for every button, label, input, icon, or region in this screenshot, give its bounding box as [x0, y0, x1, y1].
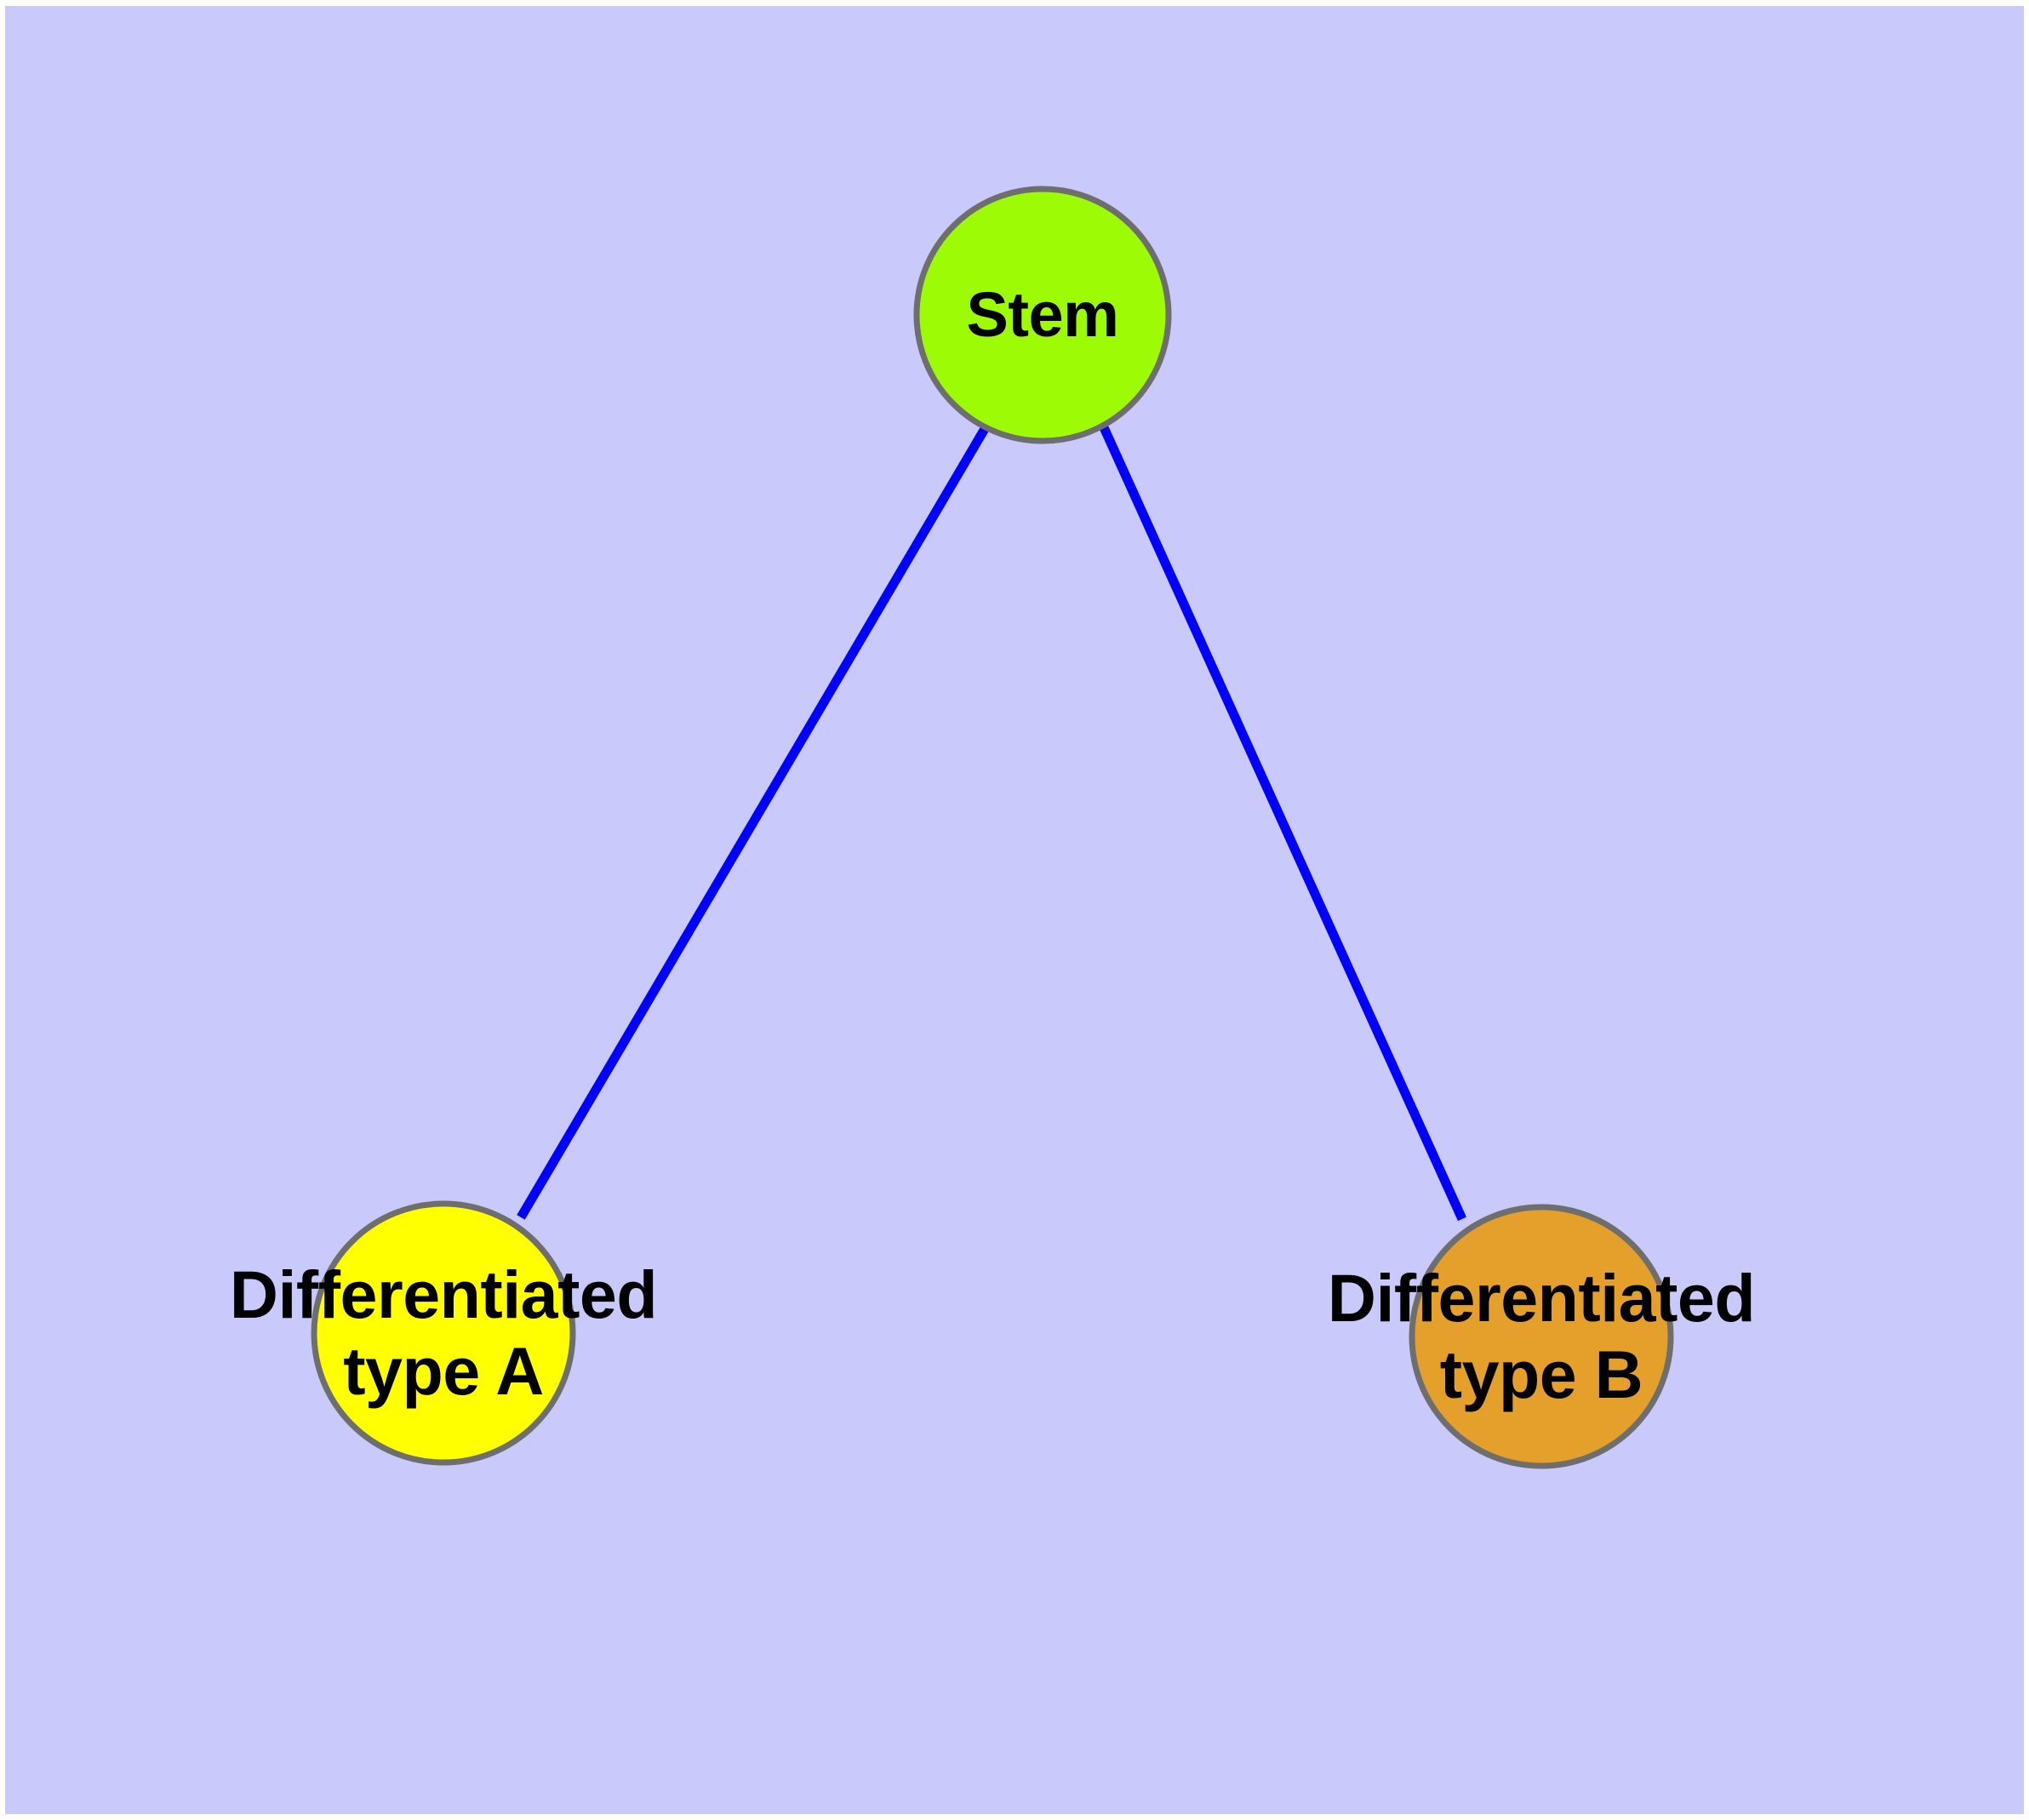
node-differentiated-type-b-circle[interactable]: [1409, 1204, 1674, 1469]
edge-layer: [517, 423, 1467, 1222]
edge-stem-to-differentiated-type-a[interactable]: [517, 425, 990, 1220]
node-stem-circle[interactable]: [913, 186, 1172, 444]
node-stem[interactable]: [913, 186, 1172, 444]
node-differentiated-type-a-circle[interactable]: [311, 1200, 576, 1466]
edge-stem-to-differentiated-type-b[interactable]: [1098, 423, 1467, 1222]
node-layer: [311, 186, 1674, 1469]
node-differentiated-type-b[interactable]: [1409, 1204, 1674, 1469]
node-differentiated-type-a[interactable]: [311, 1200, 576, 1466]
